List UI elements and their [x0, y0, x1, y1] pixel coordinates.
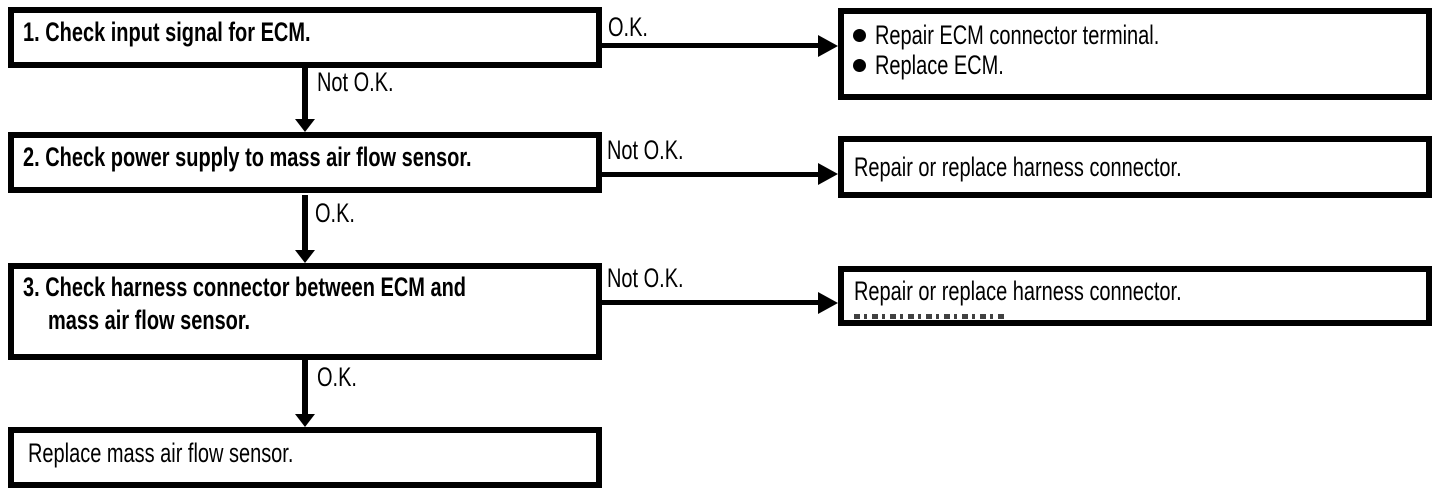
step-3-text-line2: mass air flow sensor. [48, 305, 251, 335]
step-3-not-ok-label: Not O.K. [607, 263, 684, 293]
result-text: Repair or replace harness connector. [854, 152, 1182, 182]
step-3-text-line1: 3. Check harness connector between ECM a… [23, 272, 467, 302]
result-item: Repair ECM connector terminal. [853, 20, 1426, 50]
step-2-not-ok-label: Not O.K. [607, 135, 684, 165]
step-3-ok-label: O.K. [317, 362, 357, 392]
step-3-down-arrow-line [302, 360, 308, 415]
step-1-text: 1. Check input signal for ECM. [23, 17, 311, 47]
step-2-text: 2. Check power supply to mass air flow s… [23, 142, 472, 172]
step-2-ok-label: O.K. [315, 198, 355, 228]
bullet-icon [853, 58, 866, 72]
bullet-icon [853, 28, 866, 42]
result-item-text: Repair ECM connector terminal. [875, 19, 1160, 50]
arrow-head-right-icon [818, 163, 838, 185]
final-action-box: Replace mass air flow sensor. [8, 427, 602, 488]
arrow-head-down-icon [295, 119, 315, 132]
result-repair-harness-box-2: Repair or replace harness connector. [838, 266, 1432, 326]
step-1-down-arrow-line [302, 68, 308, 120]
step-1-ok-label: O.K. [608, 12, 648, 42]
step-1-box: 1. Check input signal for ECM. [8, 7, 602, 68]
arrow-head-right-icon [818, 35, 838, 57]
arrow-head-right-icon [818, 292, 838, 314]
step-3-right-arrow-line [602, 300, 822, 305]
arrow-head-down-icon [295, 414, 315, 427]
step-2-right-arrow-line [602, 172, 822, 177]
step-3-box: 3. Check harness connector between ECM a… [8, 263, 602, 360]
result-repair-ecm-box: Repair ECM connector terminal. Replace E… [838, 8, 1432, 100]
final-action-text: Replace mass air flow sensor. [28, 438, 294, 468]
arrow-head-down-icon [295, 250, 315, 263]
step-2-down-arrow-line [302, 195, 308, 251]
step-1-right-arrow-line [602, 43, 822, 48]
result-text: Repair or replace harness connector. [854, 276, 1182, 306]
step-1-not-ok-label: Not O.K. [317, 67, 394, 97]
scan-artifact [854, 314, 1004, 319]
result-item-text: Replace ECM. [875, 49, 1004, 80]
result-repair-harness-box-1: Repair or replace harness connector. [838, 136, 1432, 198]
result-item: Replace ECM. [853, 50, 1426, 80]
step-2-box: 2. Check power supply to mass air flow s… [8, 132, 602, 193]
